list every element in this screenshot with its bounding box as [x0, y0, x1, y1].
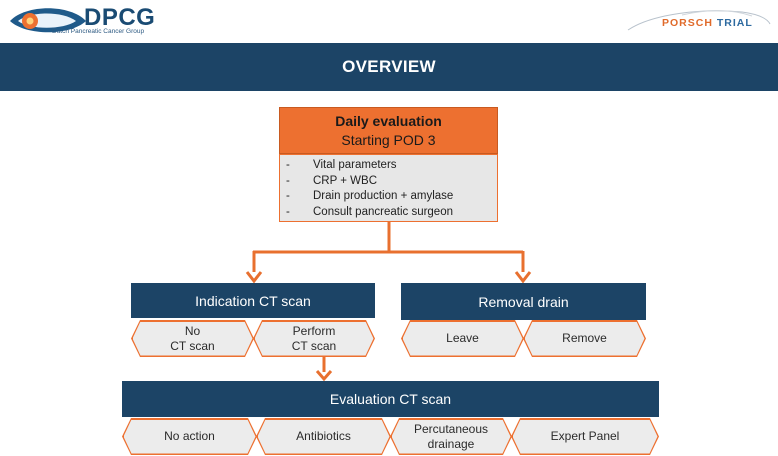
indication-ct-header: Indication CT scan — [131, 283, 375, 318]
option-percutaneous-drainage: Percutaneous drainage — [390, 418, 512, 455]
indication-ct-title: Indication CT scan — [195, 292, 311, 309]
evaluation-ct-title: Evaluation CT scan — [329, 391, 452, 407]
dpcg-eye-icon — [10, 8, 86, 33]
option-no-action: No action — [122, 418, 257, 455]
page-title: OVERVIEW — [342, 57, 436, 76]
evaluation-ct-header: Evaluation CT scan — [122, 381, 659, 417]
trial-name: PORSCH TRIAL — [662, 17, 753, 29]
removal-drain-title: Removal drain — [478, 293, 569, 310]
list-item: -Vital parameters — [286, 159, 397, 171]
arrow-down-icon — [245, 271, 263, 284]
option-no-ct-scan: No CT scan — [131, 320, 254, 357]
list-item: -Drain production + amylase — [286, 190, 454, 202]
list-item: -Consult pancreatic surgeon — [286, 205, 453, 218]
option-antibiotics: Antibiotics — [256, 418, 391, 455]
daily-evaluation-list: -Vital parameters -CRP + WBC -Drain prod… — [279, 154, 498, 222]
option-remove: Remove — [523, 320, 646, 357]
arrow-down-icon — [514, 271, 532, 284]
option-leave: Leave — [401, 320, 524, 357]
daily-evaluation-header: Daily evaluation Starting POD 3 — [279, 107, 498, 154]
daily-evaluation-title: Daily evaluation — [335, 113, 442, 129]
daily-evaluation-subtitle: Starting POD 3 — [341, 132, 436, 148]
overview-banner: OVERVIEW — [0, 43, 778, 91]
car-outline-icon — [627, 10, 771, 31]
logo-subtitle: Dutch Pancreatic Cancer Group — [52, 28, 145, 35]
dpcg-logo: DPCG Dutch Pancreatic Cancer Group — [8, 4, 158, 38]
option-perform-ct-scan: Perform CT scan — [253, 320, 375, 357]
list-item: -CRP + WBC — [286, 174, 378, 187]
arrow-down-icon — [315, 370, 333, 382]
option-expert-panel: Expert Panel — [511, 418, 659, 455]
removal-drain-header: Removal drain — [401, 283, 646, 320]
porsch-trial-logo: PORSCH TRIAL — [622, 6, 772, 36]
logo-title: DPCG — [84, 4, 156, 31]
